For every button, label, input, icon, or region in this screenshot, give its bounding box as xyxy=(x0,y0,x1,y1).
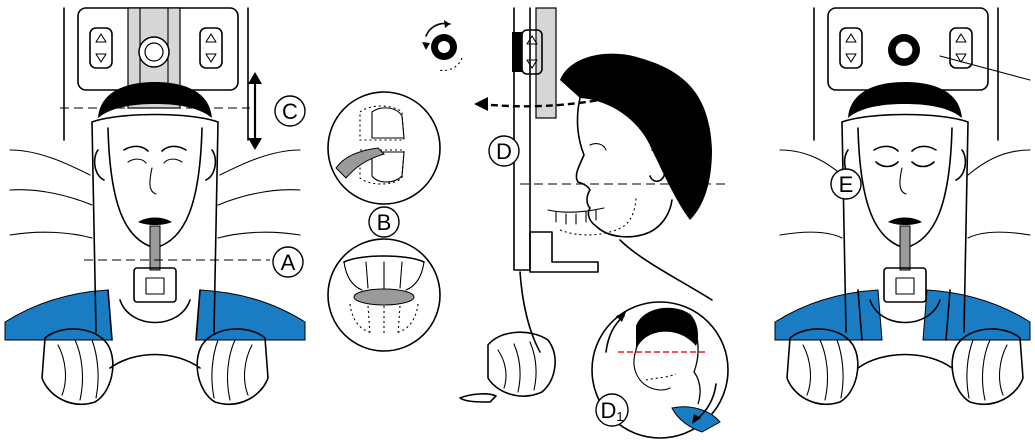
button-pad-left xyxy=(90,28,112,68)
button-pad-left-2 xyxy=(840,28,862,68)
panel-side-view: D xyxy=(422,8,725,402)
panel-front-bite: C A xyxy=(5,8,305,404)
label-c: C xyxy=(282,99,298,124)
right-shoulder xyxy=(196,290,305,340)
panel-front-eyes-closed: E xyxy=(775,8,1030,404)
label-a: A xyxy=(281,250,296,275)
head-profile-hair xyxy=(560,54,712,220)
hair xyxy=(98,82,212,118)
label-d: D xyxy=(496,139,512,164)
button-pad-right xyxy=(200,28,222,68)
detail-circle-top xyxy=(328,92,440,204)
side-hand xyxy=(488,332,555,396)
up-down-arrow-icon xyxy=(248,72,262,150)
closed-eyes xyxy=(876,162,934,167)
label-b: B xyxy=(377,210,392,235)
bite-block xyxy=(354,289,414,305)
rotate-control-icon xyxy=(139,37,169,67)
bite-stick xyxy=(150,226,160,270)
panel-bite-detail: B xyxy=(328,92,440,351)
panel-d1-inset: D1 xyxy=(592,302,728,438)
label-e: E xyxy=(839,172,854,197)
rotate-knob-icon xyxy=(422,20,462,71)
label-d1-subscript: 1 xyxy=(616,409,623,424)
label-d1: D xyxy=(600,398,616,423)
